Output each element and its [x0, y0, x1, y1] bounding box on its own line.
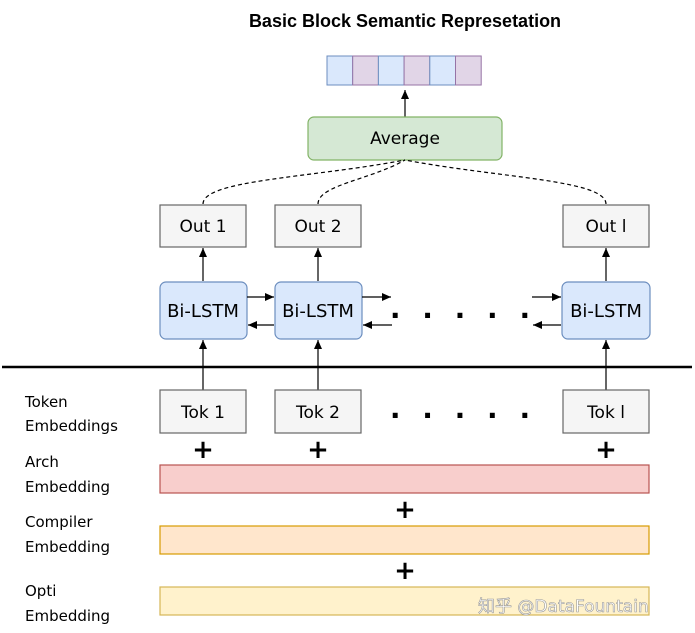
ellipsis-tokens: . . . . . [390, 392, 536, 425]
token-label-2: Tok 2 [295, 403, 340, 423]
bilstm-label-2: Bi-LSTM [282, 301, 354, 322]
semantic-vector [326, 55, 482, 86]
token-embeddings-label-line2: Embeddings [25, 417, 118, 435]
opti-embedding-label-line2: Embedding [25, 607, 110, 625]
token-box-2: Tok 2 [274, 389, 362, 434]
vector-cell [352, 55, 379, 86]
plus-sign-tok1: + [192, 435, 214, 465]
output-label-1: Out 1 [179, 217, 226, 237]
output-label-2: Out 2 [294, 217, 341, 237]
vector-cell [326, 55, 354, 86]
compiler-embedding-label-line2: Embedding [25, 538, 110, 556]
bilstm-cell-l: Bi-LSTM [561, 281, 651, 340]
watermark: 知乎 @DataFountain [478, 597, 649, 617]
arch-embedding-label-line1: Arch [25, 453, 59, 471]
opti-embedding-bar [159, 586, 650, 616]
vector-cell [429, 55, 456, 86]
arch-embedding-bar [159, 464, 650, 494]
diagram-title: Basic Block Semantic Represetation [249, 11, 561, 31]
compiler-embedding-label-line1: Compiler [25, 513, 93, 531]
plus-sign-tokl: + [595, 435, 617, 465]
bilstm-label-l: Bi-LSTM [570, 301, 642, 322]
token-label-l: Tok l [586, 403, 625, 423]
average-label: Average [370, 129, 440, 149]
dashed-link-out2 [317, 159, 406, 205]
output-label-l: Out l [586, 217, 627, 237]
bilstm-label-1: Bi-LSTM [167, 301, 239, 322]
arch-embedding-label-line2: Embedding [25, 478, 110, 496]
vector-cell [455, 55, 482, 86]
token-box-1: Tok 1 [159, 389, 247, 434]
ellipsis-lstm: . . . . . [390, 292, 536, 325]
plus-sign-tok2: + [307, 435, 329, 465]
bilstm-cell-1: Bi-LSTM [159, 281, 248, 340]
output-box-1: Out 1 [159, 204, 247, 248]
dashed-link-out1 [202, 159, 406, 205]
opti-embedding-label-line1: Opti [25, 582, 56, 600]
plus-sign-compiler-opti: + [394, 556, 416, 586]
vector-cell [377, 55, 405, 86]
output-box-l: Out l [562, 204, 650, 248]
dashed-link-outl [404, 159, 607, 205]
bilstm-cell-2: Bi-LSTM [274, 281, 363, 340]
compiler-embedding-bar [159, 525, 650, 555]
output-box-2: Out 2 [274, 204, 362, 248]
vector-cell [403, 55, 431, 86]
plus-sign-arch-compiler: + [394, 495, 416, 525]
token-label-1: Tok 1 [180, 403, 225, 423]
token-box-l: Tok l [562, 389, 650, 434]
token-embeddings-label-line1: Token [24, 393, 68, 411]
